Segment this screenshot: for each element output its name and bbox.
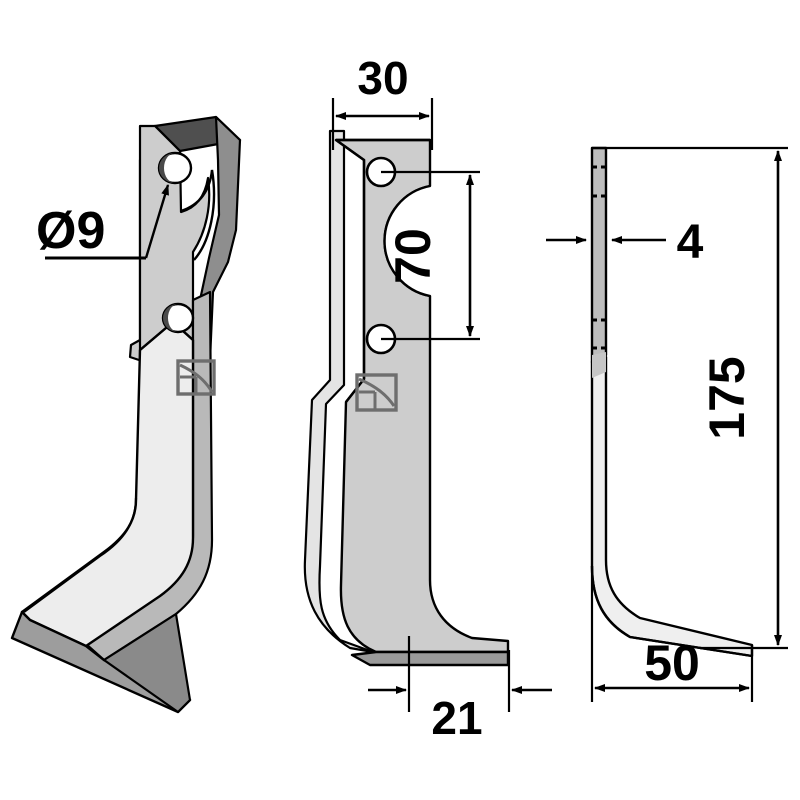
front-view [303,129,510,667]
dimension-hole-pitch-70: 70 [381,170,480,341]
dimension-height-175: 175 [592,146,788,650]
manufacturer-stamp-icon-iso [176,359,216,396]
dimension-height-175-label: 175 [699,356,755,439]
iso-shank-concave-edge [180,169,216,261]
side-bend-shade [592,352,606,378]
dimension-width-30-label: 30 [357,52,408,104]
side-hidden-hole-marks [592,165,606,350]
iso-hole-upper [157,151,193,185]
front-shoulder-bevel [335,139,366,403]
dimension-thickness-4: 4 [546,216,704,269]
dimension-foot-length-50-label: 50 [644,635,700,691]
dimension-foot-length-50: 50 [590,566,754,702]
iso-hole-lower-bore [163,304,178,332]
iso-hole-lower [161,302,195,334]
side-shank-body [590,146,608,364]
dimension-hole-pitch-70-label: 70 [385,228,441,284]
dimension-foot-depth-21-label: 21 [431,692,482,744]
isometric-view [10,115,242,714]
dimension-foot-depth-21: 21 [368,636,552,744]
front-semicircle-cutout [383,184,431,298]
front-cutting-edge-band [350,650,510,667]
iso-bend-crease [23,497,138,613]
iso-leg-bottom-face [102,612,192,714]
dimension-width-30: 30 [331,52,434,150]
dimension-hole-dia: Ø9 [36,184,170,260]
dimension-thickness-4-label: 4 [677,216,704,269]
dimension-hole-dia-label: Ø9 [36,202,105,260]
iso-hole-upper-bore [159,153,175,183]
manufacturer-stamp-icon-front [355,373,398,412]
